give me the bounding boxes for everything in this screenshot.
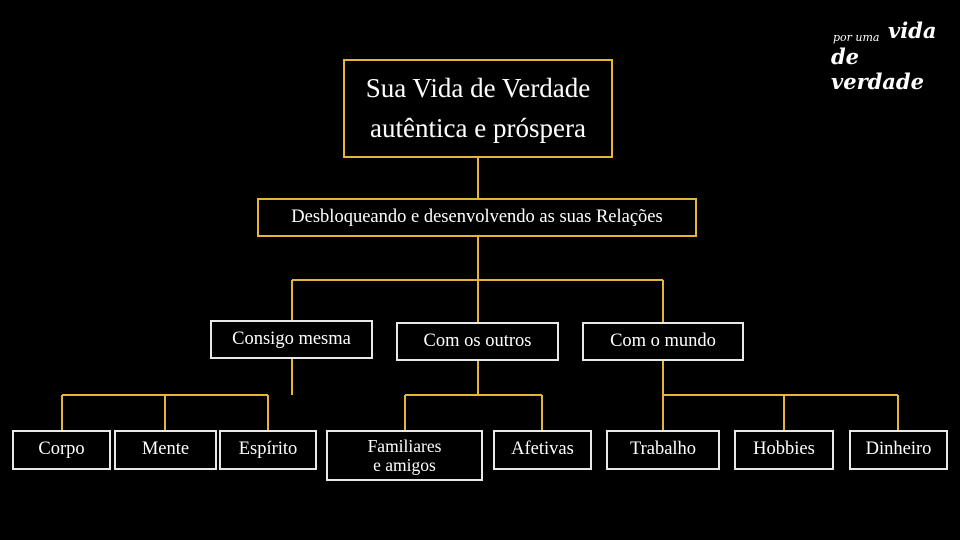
root-title-line2: autêntica e próspera (370, 112, 586, 143)
familiares-line1: Familiares (367, 436, 442, 457)
logo-de-verdade-text: de verdade (831, 44, 924, 94)
dinheiro-node: Dinheiro (849, 430, 948, 470)
familiares-node: Familiares e amigos (326, 430, 483, 481)
logo-small-text: por uma (833, 31, 880, 44)
afetivas-node: Afetivas (493, 430, 592, 470)
trabalho-node: Trabalho (606, 430, 720, 470)
familiares-line2: e amigos (373, 454, 436, 475)
root-title-line1: Sua Vida de Verdade (365, 73, 591, 104)
mente-node: Mente (114, 430, 217, 470)
com-os-outros-node: Com os outros (396, 322, 559, 361)
hobbies-node: Hobbies (734, 430, 834, 470)
relations-node: Desbloqueando e desenvolvendo as suas Re… (257, 198, 697, 237)
consigo-mesma-node: Consigo mesma (210, 320, 373, 359)
espirito-node: Espírito (219, 430, 317, 470)
com-o-mundo-node: Com o mundo (582, 322, 744, 361)
logo-vida-text: vida (888, 18, 937, 43)
corpo-node: Corpo (12, 430, 111, 470)
root-node: Sua Vida de Verdade autêntica e próspera (343, 59, 613, 158)
brand-logo: por uma vida de verdade (826, 18, 948, 94)
